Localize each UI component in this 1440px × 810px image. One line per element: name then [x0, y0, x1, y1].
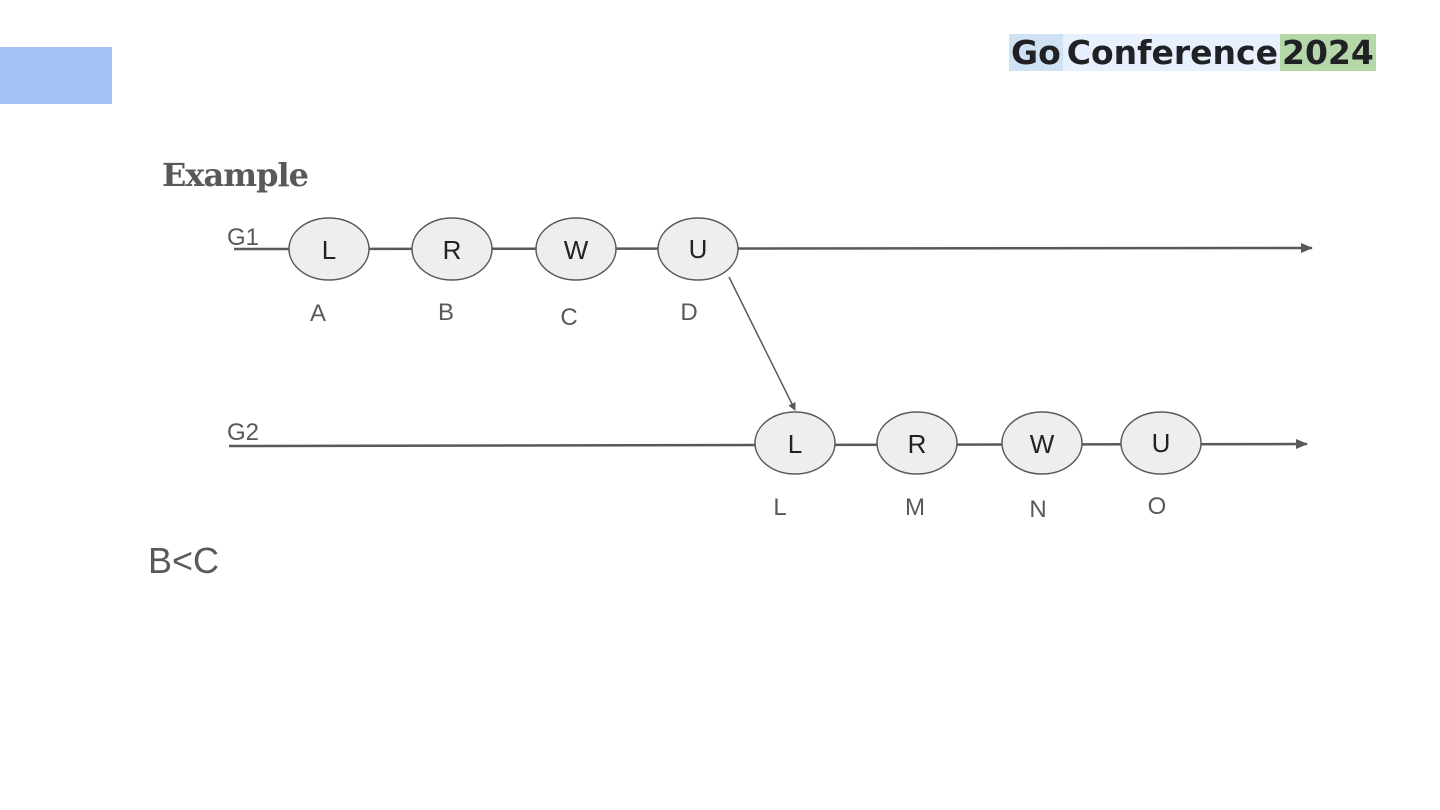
timeline-g2-node-n: W N — [1001, 411, 1083, 523]
timeline-g1-line — [233, 243, 1313, 254]
node-op-label: W — [1030, 429, 1055, 459]
node-event-label: N — [1029, 496, 1046, 523]
timeline-g1-node-b: R B — [411, 217, 493, 326]
node-event-label: D — [680, 299, 697, 326]
timeline-g1-node-c: W C — [535, 217, 617, 331]
timeline-g2-node-l: L L — [754, 411, 836, 521]
slide-title: Example — [162, 156, 309, 194]
logo-go: Go — [1009, 33, 1063, 72]
timeline-g2-node-m: R M — [876, 411, 958, 521]
timeline-g1-label: G1 — [227, 224, 259, 251]
logo-conference: Conference — [1062, 34, 1280, 71]
node-event-label: O — [1148, 493, 1167, 520]
node-event-label: L — [773, 494, 786, 521]
logo-year: 2024 — [1279, 33, 1376, 72]
timeline-g1-node-a: L A — [288, 217, 370, 327]
node-event-label: B — [438, 299, 454, 326]
timeline-g2-node-o: U O — [1120, 411, 1202, 520]
corner-accent-block — [0, 47, 112, 104]
node-op-label: W — [564, 235, 589, 265]
conference-logo: Go Conference 2024 — [1009, 34, 1376, 71]
node-event-label: C — [560, 304, 577, 331]
node-event-label: A — [310, 300, 326, 327]
timeline-g2-label: G2 — [227, 419, 259, 446]
node-op-label: R — [908, 429, 927, 459]
node-op-label: U — [689, 234, 708, 264]
edge-d-to-l — [728, 276, 796, 411]
node-op-label: U — [1152, 428, 1171, 458]
node-op-label: L — [788, 429, 802, 459]
node-op-label: R — [443, 235, 462, 265]
node-event-label: M — [905, 494, 925, 521]
ordering-note: B<C — [148, 540, 220, 581]
node-op-label: L — [322, 235, 336, 265]
timeline-g1-node-d: U D — [657, 217, 739, 326]
